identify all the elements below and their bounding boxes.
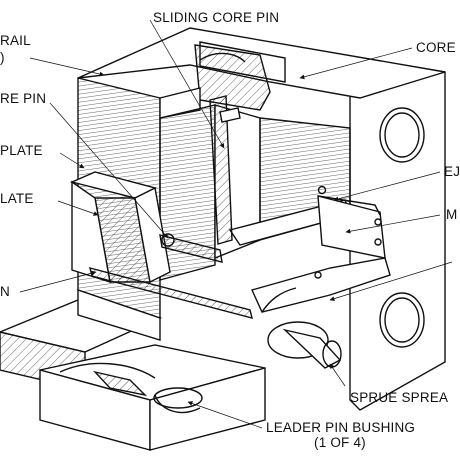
label-leader-pin-bushing-qty: (1 OF 4) — [314, 435, 366, 450]
label-ejector: EJ — [444, 164, 460, 179]
label-core: CORE — [416, 40, 456, 55]
label-rail-sub: ) — [0, 50, 5, 65]
mold-block-top-face — [77, 27, 446, 111]
sprue-spreader — [267, 321, 342, 369]
ejector-plate — [69, 171, 171, 284]
guide-hole-upper — [379, 107, 425, 163]
label-plate-b: LATE — [0, 191, 34, 206]
label-rail: RAIL — [0, 33, 31, 48]
runner-cavity — [251, 185, 391, 313]
label-sprue-spreader: SPRUE SPREA — [350, 390, 448, 405]
label-mold: M — [446, 207, 457, 222]
leader-lines — [19, 19, 453, 429]
guide-hole-lower — [379, 292, 425, 348]
label-sliding-core-pin: SLIDING CORE PIN — [153, 10, 279, 25]
label-leader-pin-bushing: LEADER PIN BUSHING — [266, 420, 415, 435]
label-core-pin: RE PIN — [0, 91, 46, 106]
label-pin: N — [0, 284, 10, 299]
label-plate-a: PLATE — [0, 143, 43, 158]
